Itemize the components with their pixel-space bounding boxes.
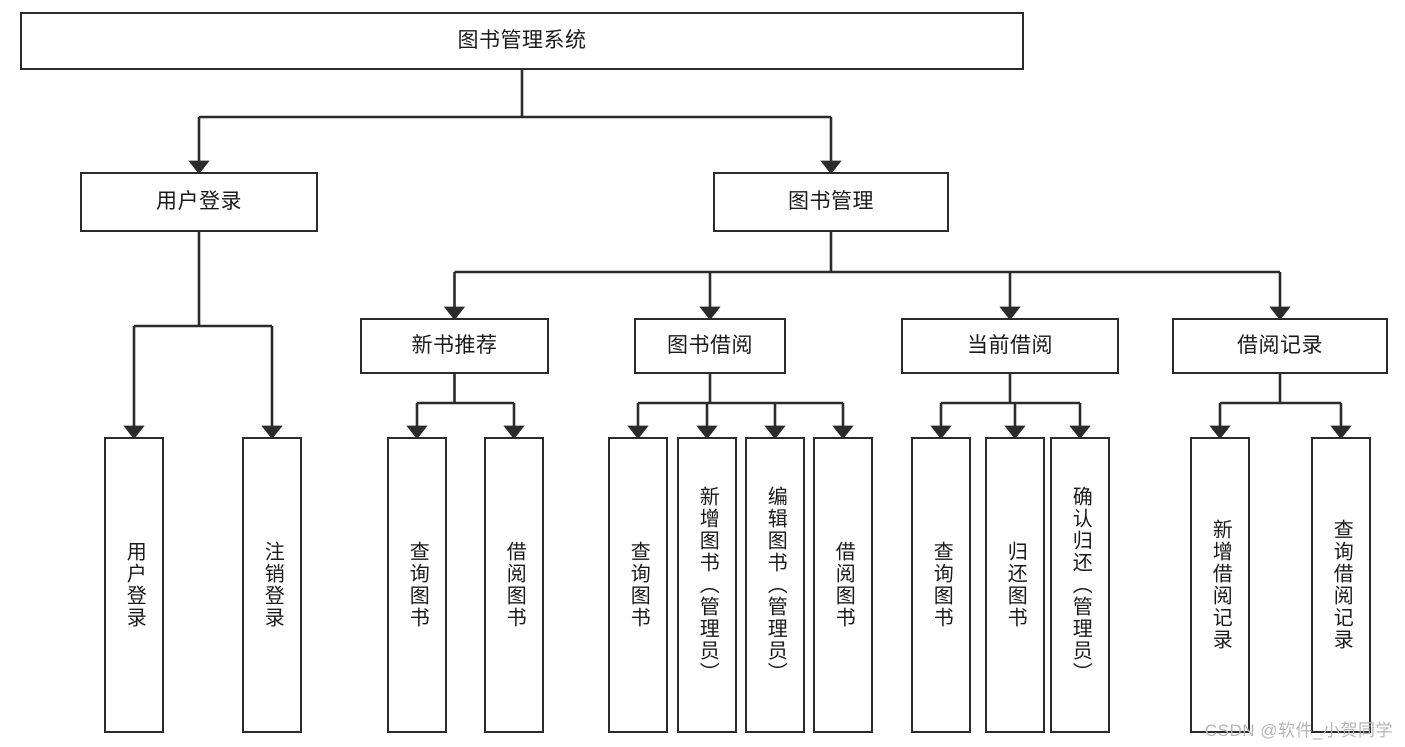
node-leaf_add_record[interactable]: 新增借阅记录 (1190, 437, 1250, 733)
node-label: 查询图书 (627, 541, 650, 629)
node-root[interactable]: 图书管理系统 (20, 12, 1024, 70)
node-user_login[interactable]: 用户登录 (80, 172, 318, 232)
node-label: 用户登录 (156, 189, 242, 213)
node-label: 确认归还（管理员） (1069, 486, 1092, 684)
node-label: 借阅图书 (503, 541, 526, 629)
node-label: 当前借阅 (967, 333, 1053, 357)
node-leaf_borrow_book_2[interactable]: 借阅图书 (813, 437, 873, 733)
node-label: 查询图书 (930, 541, 953, 629)
node-label: 新书推荐 (411, 333, 498, 357)
node-leaf_query_book_3[interactable]: 查询图书 (911, 437, 971, 733)
node-label: 查询图书 (406, 541, 429, 629)
node-leaf_user_login[interactable]: 用户登录 (104, 437, 164, 733)
node-label: 注销登录 (261, 541, 284, 629)
node-leaf_return_book[interactable]: 归还图书 (985, 437, 1045, 733)
node-leaf_edit_book[interactable]: 编辑图书（管理员） (745, 437, 805, 733)
node-borrow_record[interactable]: 借阅记录 (1172, 318, 1388, 374)
node-leaf_confirm_return[interactable]: 确认归还（管理员） (1050, 437, 1110, 733)
node-label: 图书管理系统 (457, 28, 587, 52)
node-label: 图书借阅 (667, 333, 753, 357)
node-label: 查询借阅记录 (1330, 519, 1353, 651)
node-leaf_query_book_2[interactable]: 查询图书 (608, 437, 668, 733)
node-label: 借阅记录 (1237, 333, 1323, 357)
node-leaf_query_book_1[interactable]: 查询图书 (387, 437, 447, 733)
node-book_manage[interactable]: 图书管理 (713, 172, 949, 232)
node-label: 图书管理 (788, 189, 874, 213)
node-label: 用户登录 (123, 541, 146, 629)
node-leaf_add_book[interactable]: 新增图书（管理员） (677, 437, 737, 733)
node-label: 新增借阅记录 (1209, 519, 1232, 651)
node-new_book_rec[interactable]: 新书推荐 (360, 318, 549, 374)
node-leaf_user_logout[interactable]: 注销登录 (242, 437, 302, 733)
node-label: 新增图书（管理员） (696, 486, 719, 684)
node-leaf_borrow_book_1[interactable]: 借阅图书 (484, 437, 544, 733)
node-label: 编辑图书（管理员） (764, 486, 787, 684)
node-current_borrow[interactable]: 当前借阅 (901, 318, 1119, 374)
node-book_borrow[interactable]: 图书借阅 (634, 318, 786, 374)
node-label: 归还图书 (1004, 541, 1027, 629)
node-leaf_query_record[interactable]: 查询借阅记录 (1311, 437, 1371, 733)
node-label: 借阅图书 (832, 541, 855, 629)
